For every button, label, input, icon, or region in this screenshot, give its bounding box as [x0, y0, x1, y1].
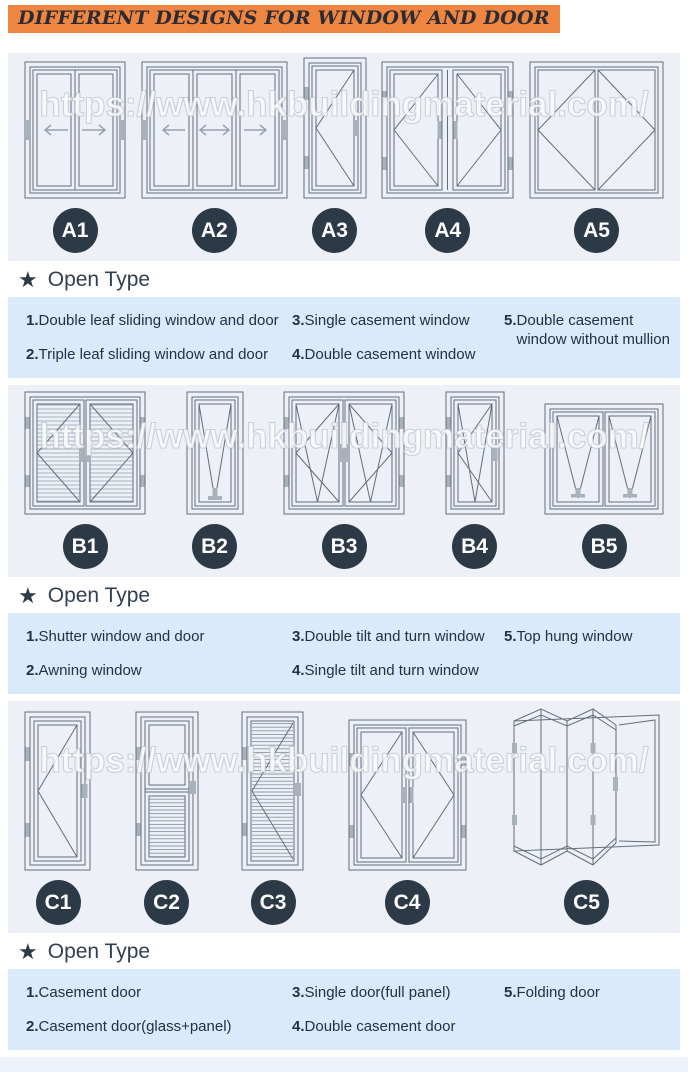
open-type-label: Open Type — [47, 940, 151, 963]
c3-single-door-full-panel-drawing — [241, 711, 304, 871]
description-item: 4.Double casement door — [292, 1018, 456, 1035]
label-badge-a3: A3 — [312, 208, 357, 253]
label-badge-a5: A5 — [574, 208, 619, 253]
item-c2: C2 — [135, 707, 199, 925]
item-b2: B2 — [186, 391, 244, 569]
item-b1: B1 — [24, 391, 146, 569]
description-item: 5.Double casement window without mullion — [504, 312, 670, 348]
label-badge-c5: C5 — [564, 880, 609, 925]
c5-folding-door-drawing — [512, 708, 660, 866]
description-item: 3.Single door(full panel) — [292, 984, 451, 1001]
page-title-banner: DIFFERENT DESIGNS FOR WINDOW AND DOOR — [8, 5, 560, 33]
a2-triple-leaf-sliding-window-drawing — [141, 61, 288, 199]
open-type-heading-c: ★ Open Type — [8, 940, 680, 964]
label-badge-a1: A1 — [52, 208, 98, 253]
description-box-a: 1.Double leaf sliding window and door 2.… — [8, 297, 680, 378]
b1-shutter-window-drawing — [24, 391, 146, 515]
a5-double-casement-window-without-mullion-drawing — [529, 61, 664, 199]
description-item: 4.Double casement window — [292, 346, 476, 363]
label-badge-c1: C1 — [35, 880, 81, 925]
item-c1: C1 — [24, 707, 92, 925]
description-item: 1.Double leaf sliding window and door — [26, 312, 279, 329]
description-item: 3.Double tilt and turn window — [292, 628, 485, 645]
a3-single-casement-window-drawing — [303, 57, 366, 199]
label-badge-a2: A2 — [191, 208, 237, 253]
description-box-b: 1.Shutter window and door 2.Awning windo… — [8, 613, 680, 694]
description-item: 1.Casement door — [26, 984, 142, 1001]
b3-double-tilt-and-turn-window-drawing — [283, 391, 405, 515]
label-badge-b5: B5 — [581, 524, 627, 569]
item-c5: C5 — [509, 707, 664, 925]
open-type-heading-b: ★ Open Type — [8, 584, 680, 608]
drawings-row-b: https://www.hkbuildingmaterial.com/ B1 — [8, 385, 680, 577]
item-c4: C4 — [348, 707, 467, 925]
item-b3: B3 — [283, 391, 405, 569]
c1-casement-door-drawing — [24, 711, 91, 871]
star-icon: ★ — [18, 583, 38, 608]
description-item: 2.Awning window — [26, 662, 142, 679]
description-item: 1.Shutter window and door — [26, 628, 205, 645]
b4-single-tilt-and-turn-window-drawing — [445, 391, 504, 515]
drawings-row-a: https://www.hkbuildingmaterial.com/ A1 — [8, 53, 680, 261]
star-icon: ★ — [18, 267, 38, 292]
item-c3: C3 — [241, 707, 305, 925]
item-b4: B4 — [445, 391, 505, 569]
item-a5: A5 — [529, 59, 664, 253]
label-badge-c4: C4 — [384, 880, 430, 925]
item-a2: A2 — [141, 59, 288, 253]
label-badge-c2: C2 — [144, 880, 189, 925]
description-item: 5.Top hung window — [504, 628, 633, 645]
c2-casement-door-glass-panel-drawing — [135, 711, 198, 871]
label-badge-b3: B3 — [321, 524, 367, 569]
item-a1: A1 — [24, 59, 126, 253]
b2-awning-window-drawing — [186, 391, 243, 515]
label-badge-a4: A4 — [425, 208, 471, 253]
description-item: 4.Single tilt and turn window — [292, 662, 479, 679]
open-type-label: Open Type — [47, 584, 151, 607]
description-item: 2.Triple leaf sliding window and door — [26, 346, 269, 363]
a4-double-casement-window-drawing — [381, 61, 514, 199]
label-badge-b4: B4 — [452, 524, 497, 569]
b5-top-hung-window-drawing — [544, 403, 664, 515]
header: DIFFERENT DESIGNS FOR WINDOW AND DOOR — [8, 5, 680, 33]
description-item: 5.Folding door — [504, 984, 600, 1001]
a1-double-leaf-sliding-window-drawing — [24, 61, 126, 199]
label-badge-c3: C3 — [250, 880, 296, 925]
description-item: 2.Casement door(glass+panel) — [26, 1018, 232, 1035]
drawings-row-c: https://www.hkbuildingmaterial.com/ C1 — [8, 701, 680, 933]
c4-double-casement-door-drawing — [348, 719, 466, 871]
open-type-heading-a: ★ Open Type — [8, 268, 680, 292]
description-box-c: 1.Casement door 2.Casement door(glass+pa… — [8, 969, 680, 1050]
label-badge-b1: B1 — [62, 524, 108, 569]
item-a4: A4 — [381, 59, 514, 253]
open-type-label: Open Type — [47, 268, 151, 291]
description-item: 3.Single casement window — [292, 312, 470, 329]
label-badge-b2: B2 — [192, 524, 237, 569]
item-b5: B5 — [544, 391, 664, 569]
item-a3: A3 — [303, 57, 367, 253]
page-title: DIFFERENT DESIGNS FOR WINDOW AND DOOR — [18, 7, 550, 29]
next-section-strip — [0, 1057, 688, 1072]
star-icon: ★ — [18, 939, 38, 964]
